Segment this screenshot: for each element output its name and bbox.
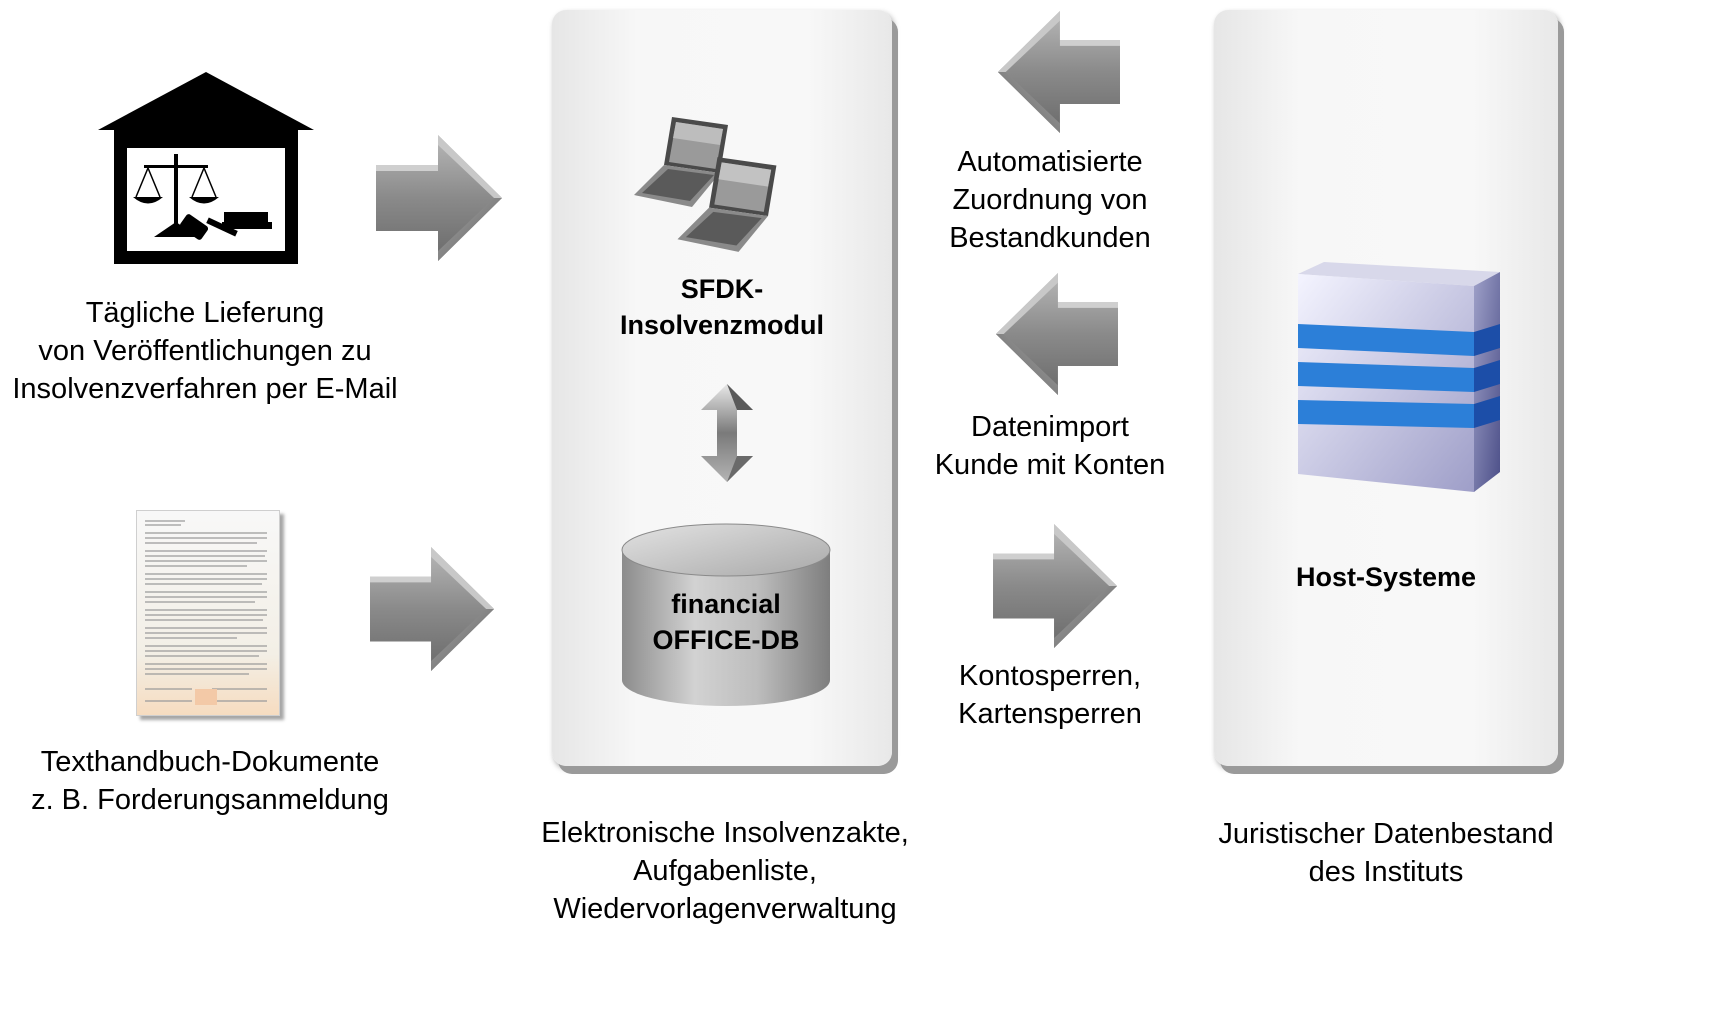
locks-line-2: Kartensperren [958, 698, 1142, 730]
court-line-3: Insolvenzverfahren per E-Mail [12, 373, 398, 405]
laptop-icon [677, 157, 777, 252]
locks-line-1: Kontosperren, [958, 660, 1142, 692]
arrow-left-icon [997, 10, 1120, 134]
host-title: Host-Systeme [1295, 562, 1477, 592]
db-line-2: OFFICE-DB [652, 625, 800, 655]
data-import-line-2: Kunde mit Konten [934, 449, 1166, 481]
host-caption-line-2: des Instituts [1308, 856, 1464, 888]
center-caption-line-3: Wiedervorlagenverwaltung [553, 893, 897, 925]
database-label: financial OFFICE-DB [618, 586, 834, 658]
module-line-2: Insolvenzmodul [619, 310, 825, 340]
arrow-left-icon [995, 272, 1118, 396]
module-title: SFDK- Insolvenzmodul [552, 271, 892, 343]
module-line-1: SFDK- [680, 274, 764, 304]
auto-assign-line-1: Automatisierte [957, 146, 1143, 178]
center-caption-line-2: Aufgabenliste, [633, 855, 817, 887]
bidirectional-arrow-icon [701, 384, 753, 482]
arrow-right-icon [370, 546, 495, 672]
data-import-line-1: Datenimport [971, 411, 1129, 443]
data-import-label: Datenimport Kunde mit Konten [900, 408, 1200, 484]
document-icon [136, 510, 280, 716]
documents-line-1: Texthandbuch-Dokumente [40, 746, 380, 778]
server-icon [1298, 262, 1500, 492]
center-caption-line-1: Elektronische Insolvenzakte, [541, 817, 909, 849]
db-line-1: financial [671, 589, 781, 619]
court-delivery-label: Tägliche Lieferung von Veröffentlichunge… [0, 294, 410, 408]
arrow-right-icon [376, 135, 502, 261]
arrow-right-icon [993, 524, 1118, 648]
center-caption: Elektronische Insolvenzakte, Aufgabenlis… [520, 814, 930, 928]
auto-assign-line-3: Bestandkunden [949, 222, 1151, 254]
database-icon [621, 523, 831, 706]
courthouse-icon [98, 72, 314, 264]
auto-assign-line-2: Zuordnung von [952, 184, 1148, 216]
court-line-1: Tägliche Lieferung [85, 297, 325, 329]
documents-line-2: z. B. Forderungsanmeldung [31, 784, 389, 816]
locks-label: Kontosperren, Kartensperren [900, 657, 1200, 733]
auto-assign-label: Automatisierte Zuordnung von Bestandkund… [900, 143, 1200, 257]
laptop-icon [634, 117, 728, 207]
host-caption: Juristischer Datenbestand des Instituts [1196, 815, 1576, 891]
documents-label: Texthandbuch-Dokumente z. B. Forderungsa… [10, 743, 410, 819]
host-caption-line-1: Juristischer Datenbestand [1218, 818, 1554, 850]
court-line-2: von Veröffentlichungen zu [38, 335, 372, 367]
